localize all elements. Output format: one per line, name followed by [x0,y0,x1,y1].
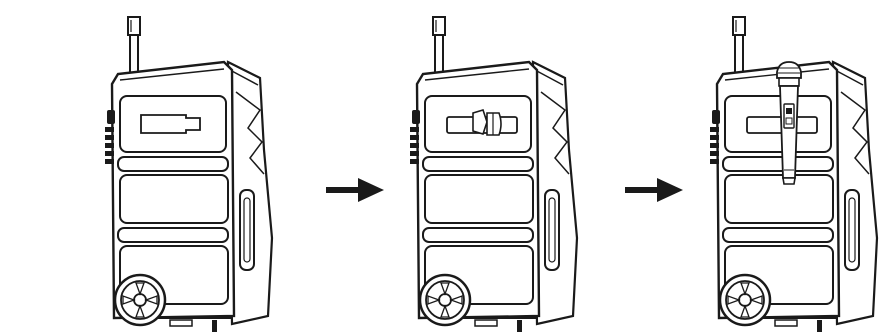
empty-mic-slot [140,114,201,134]
arrow-right-icon [625,178,683,202]
arrow-2 [625,178,683,202]
microphone-icon [776,61,802,185]
mic-clip [446,109,518,136]
arrow-1 [326,178,384,202]
step-3-speaker [708,15,879,334]
speaker-icon [408,15,579,334]
arrow-right-icon [326,178,384,202]
step-2-speaker [408,15,579,334]
speaker-icon [103,15,274,334]
step-1-speaker [103,15,274,334]
